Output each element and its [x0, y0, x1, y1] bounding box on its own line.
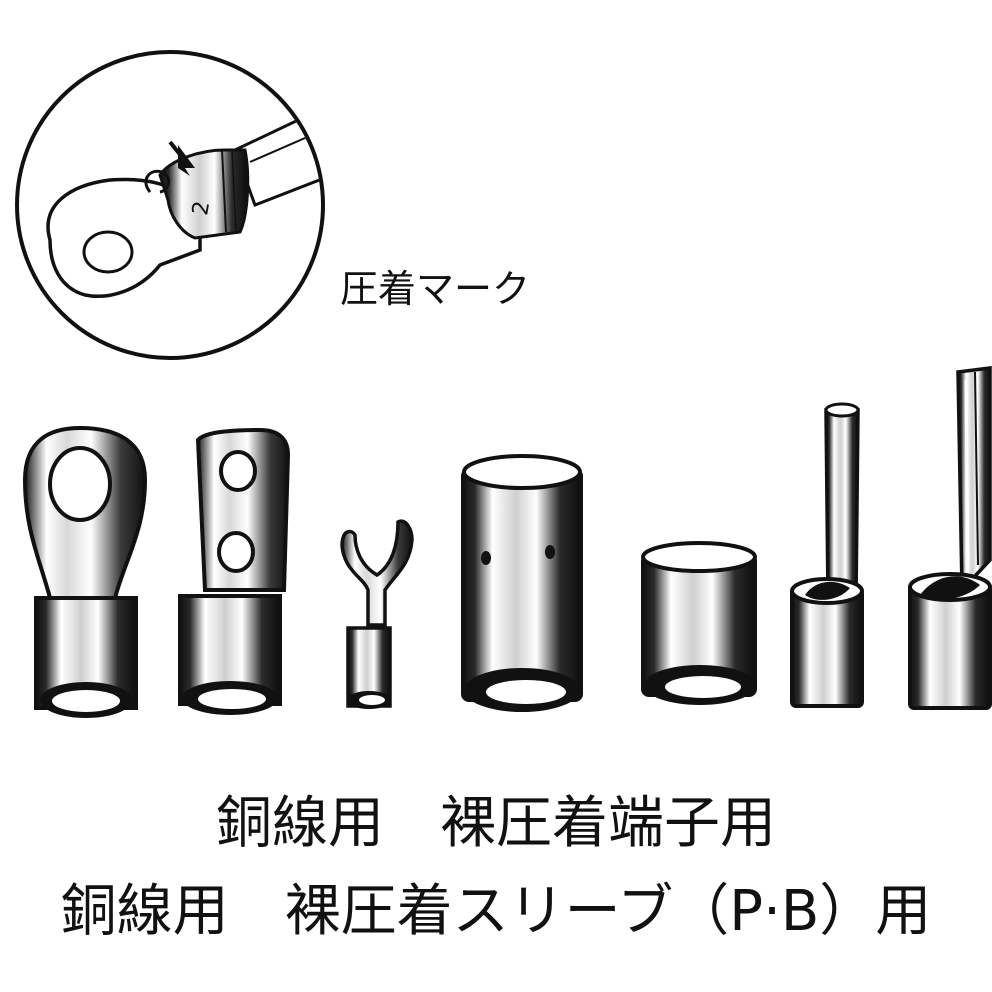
- crimp-mark-number: 2: [188, 199, 215, 217]
- crimp-mark-label: 圧着マーク: [340, 267, 531, 311]
- pin-terminal: [790, 402, 864, 708]
- blade-terminal: [908, 366, 992, 710]
- caption-sleeves: 銅線用 裸圧着スリーブ（P·B）用: [60, 879, 932, 944]
- crimp-detail-circle: [15, 50, 325, 360]
- caption-terminals: 銅線用 裸圧着端子用: [216, 791, 776, 856]
- short-sleeve: [641, 541, 757, 705]
- ring-terminal: [22, 425, 148, 718]
- butt-sleeve: [461, 454, 583, 712]
- fork-terminal: [340, 519, 414, 709]
- two-hole-lug: [178, 427, 291, 715]
